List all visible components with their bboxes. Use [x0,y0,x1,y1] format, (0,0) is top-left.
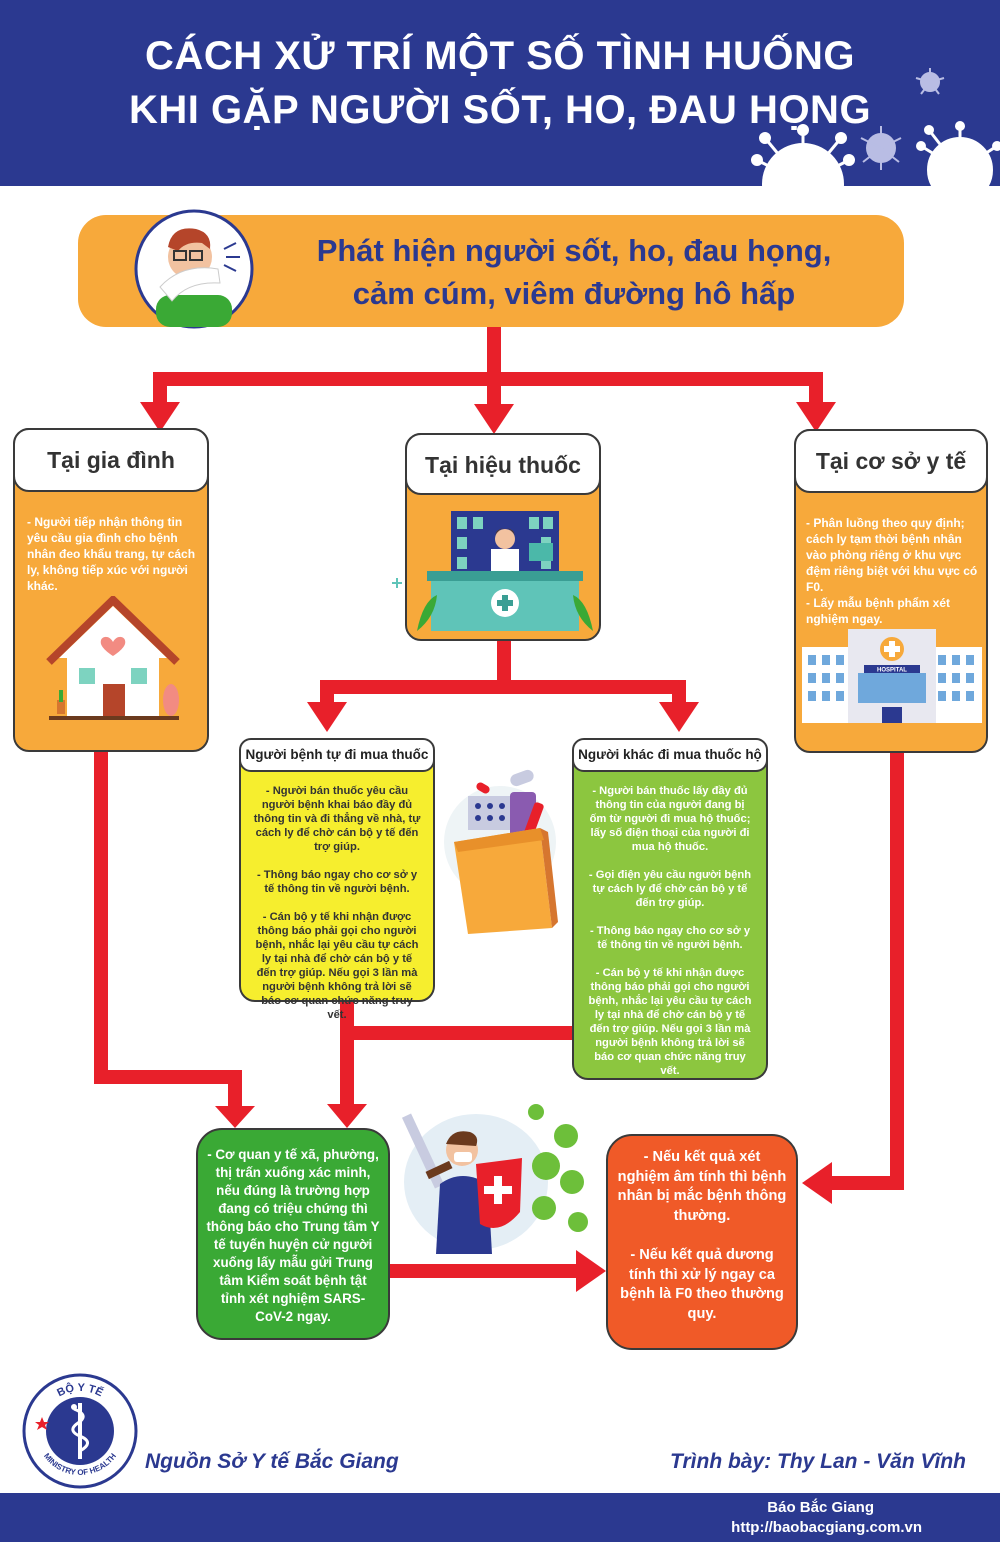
home-title: Tại gia đình [13,428,209,492]
detection-text: Phát hiện người sốt, ho, đau họng, cảm c… [274,229,874,315]
medicine-bag-icon [444,769,558,934]
footer-bar: Báo Bắc Giang http://baobacgiang.com.vn [0,1493,1000,1542]
detection-box: Phát hiện người sốt, ho, đau họng, cảm c… [78,209,904,329]
header-banner: CÁCH XỬ TRÍ MỘT SỐ TÌNH HUỐNG KHI GẶP NG… [0,0,1000,186]
svg-text:BỘ Y TẾ: BỘ Y TẾ [55,1381,105,1399]
self-buy-p3: - Cán bộ y tế khi nhận được thông báo ph… [255,911,419,1021]
ministry-of-health-logo: BỘ Y TẾ MINISTRY OF HEALTH [22,1373,138,1489]
self-buy-p2: - Thông báo ngay cho cơ sở y tế thông ti… [256,869,418,895]
virus-fighter-icon [401,1104,588,1254]
other-buy-p1: - Người bán thuốc lấy đầy đủ thông tin c… [589,785,751,853]
other-buy-p3: - Thông báo ngay cho cơ sở y tế thông ti… [589,925,751,951]
other-buy-p4: - Cán bộ y tế khi nhận được thông báo ph… [588,967,752,1077]
self-buy-p1: - Người bán thuốc yêu cầu người bệnh kha… [253,785,421,853]
other-buy-title: Người khác đi mua thuốc hộ [572,738,768,772]
page-title-line-2: KHI GẶP NGƯỜI SỐT, HO, ĐAU HỌNG [128,88,872,132]
other-buy-p2: - Gọi điện yêu cầu người bệnh tự cách ly… [588,869,752,909]
home-section: Tại gia đình - Người tiếp nhận thông tin… [13,428,209,752]
hospital-building-icon: HOSPITAL [802,629,982,723]
detection-line-2: cảm cúm, viêm đường hô hấp [352,276,796,311]
author-credit: Trình bày: Thy Lan - Văn Vĩnh [670,1450,966,1473]
detection-line-1: Phát hiện người sốt, ho, đau họng, [316,233,832,268]
medical-text-1: - Phân luồng theo quy định; cách ly tạm … [806,516,978,594]
test-result-p2: - Nếu kết quả dương tính thì xử lý ngay … [620,1247,784,1322]
house-icon [46,596,180,720]
pharmacy-section: Tại hiệu thuốc [405,433,601,641]
medical-text-2: - Lấy mẫu bệnh phẩm xét nghiệm ngay. [806,596,951,626]
hospital-sign-text: HOSPITAL [877,668,907,674]
self-buy-text: - Người bán thuốc yêu cầu người bệnh kha… [253,784,421,1036]
test-result-box: - Nếu kết quả xét nghiệm âm tính thì bện… [606,1134,798,1350]
medical-title: Tại cơ sở y tế [794,429,988,493]
pharmacy-title: Tại hiệu thuốc [405,433,601,495]
coughing-person-icon [134,209,254,329]
newspaper-name: Báo Bắc Giang [767,1499,874,1516]
self-buy-title: Người bệnh tự đi mua thuốc [239,738,435,772]
medical-text: - Phân luồng theo quy định; cách ly tạm … [806,515,978,627]
plus-decoration-icon [392,578,402,588]
page-title-line-1: CÁCH XỬ TRÍ MỘT SỐ TÌNH HUỐNG [145,34,855,78]
other-buy-text: - Người bán thuốc lấy đầy đủ thông tin c… [586,784,754,1092]
pharmacy-counter-icon [417,511,593,631]
local-health-text: - Cơ quan y tế xã, phường, thị trấn xuốn… [206,1147,380,1324]
test-result-p1: - Nếu kết quả xét nghiệm âm tính thì bện… [617,1149,787,1224]
self-buy-box: Người bệnh tự đi mua thuốc - Người bán t… [239,738,435,1021]
home-text: - Người tiếp nhận thông tin yêu cầu gia … [27,515,196,593]
virus-decoration-icon [751,68,1000,186]
medical-section: Tại cơ sở y tế - Phân luồng theo quy địn… [794,429,988,753]
logo-top-text: BỘ Y TẾ [55,1381,105,1399]
other-buy-box: Người khác đi mua thuốc hộ - Người bán t… [572,738,768,1080]
test-result-text: - Nếu kết quả xét nghiệm âm tính thì bện… [616,1148,788,1344]
newspaper-url[interactable]: http://baobacgiang.com.vn [731,1519,922,1536]
source-credit: Nguồn Sở Y tế Bắc Giang [145,1450,399,1473]
local-health-box: - Cơ quan y tế xã, phường, thị trấn xuốn… [196,1128,390,1340]
